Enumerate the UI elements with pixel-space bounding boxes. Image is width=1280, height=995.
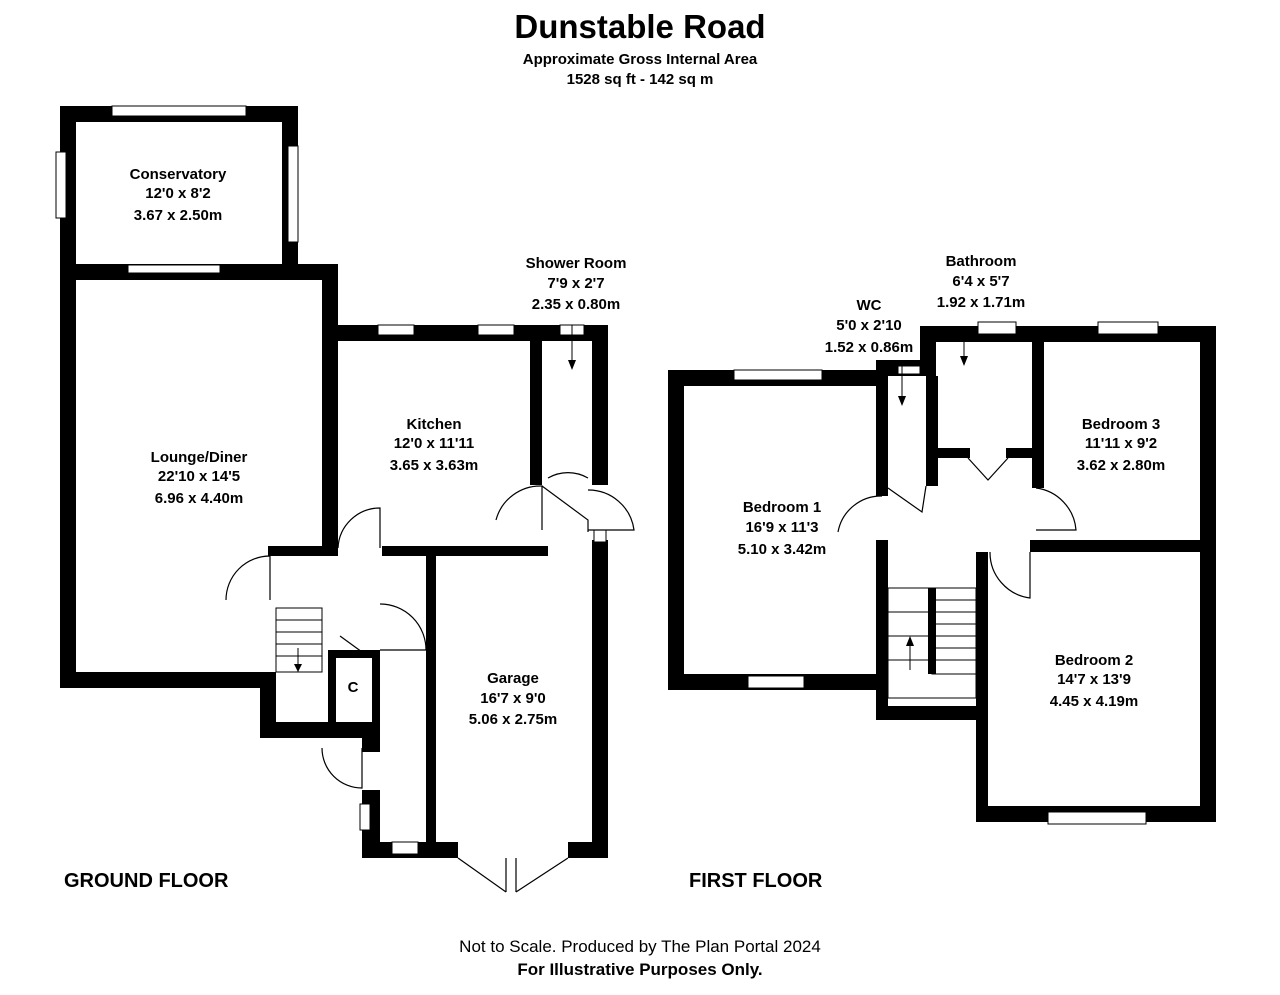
footer-disclaimer: For Illustrative Purposes Only.	[517, 960, 763, 979]
bedroom1-name: Bedroom 1	[743, 499, 821, 516]
bathroom-imperial: 6'4 x 5'7	[952, 273, 1009, 290]
conservatory-metric: 3.67 x 2.50m	[134, 207, 222, 224]
wc-imperial: 5'0 x 2'10	[836, 317, 902, 334]
conservatory-name: Conservatory	[130, 166, 227, 183]
bedroom3-metric: 3.62 x 2.80m	[1077, 457, 1165, 474]
bedroom1-metric: 5.10 x 3.42m	[738, 541, 826, 558]
bedroom1-imperial: 16'9 x 11'3	[745, 519, 818, 536]
plan-title: Dunstable Road	[514, 8, 766, 45]
ground-stairs	[275, 607, 323, 673]
first-floor-plan	[668, 321, 1216, 825]
bedroom3-name: Bedroom 3	[1082, 416, 1160, 433]
garage-metric: 5.06 x 2.75m	[469, 711, 557, 728]
bedroom2-name: Bedroom 2	[1055, 652, 1133, 669]
area-label: Approximate Gross Internal Area	[522, 51, 758, 68]
footer-credit: Not to Scale. Produced by The Plan Porta…	[459, 937, 821, 956]
first-floor-label: FIRST FLOOR	[689, 870, 823, 892]
lounge-name: Lounge/Diner	[151, 449, 248, 466]
first-stairs	[887, 587, 977, 699]
conservatory-imperial: 12'0 x 8'2	[145, 185, 211, 202]
bathroom-metric: 1.92 x 1.71m	[937, 294, 1025, 311]
wc-metric: 1.52 x 0.86m	[825, 339, 913, 356]
kitchen-metric: 3.65 x 3.63m	[390, 457, 478, 474]
ground-floor-label: GROUND FLOOR	[64, 870, 229, 892]
bathroom-name: Bathroom	[946, 253, 1017, 270]
shower-imperial: 7'9 x 2'7	[547, 275, 604, 292]
lounge-imperial: 22'10 x 14'5	[158, 468, 240, 485]
bedroom3-imperial: 11'11 x 9'2	[1085, 435, 1157, 452]
bedroom2-metric: 4.45 x 4.19m	[1050, 693, 1138, 710]
garage-imperial: 16'7 x 9'0	[480, 690, 546, 707]
shower-metric: 2.35 x 0.80m	[532, 296, 620, 313]
kitchen-imperial: 12'0 x 11'11	[394, 435, 475, 452]
garage-name: Garage	[487, 670, 539, 687]
shower-name: Shower Room	[526, 255, 627, 272]
lounge-metric: 6.96 x 4.40m	[155, 490, 243, 507]
bedroom2-imperial: 14'7 x 13'9	[1057, 671, 1131, 688]
kitchen-name: Kitchen	[406, 416, 461, 433]
cupboard-label: C	[348, 679, 359, 696]
area-value: 1528 sq ft - 142 sq m	[566, 71, 714, 88]
ground-floor-plan	[55, 105, 635, 893]
wc-name: WC	[857, 297, 882, 314]
